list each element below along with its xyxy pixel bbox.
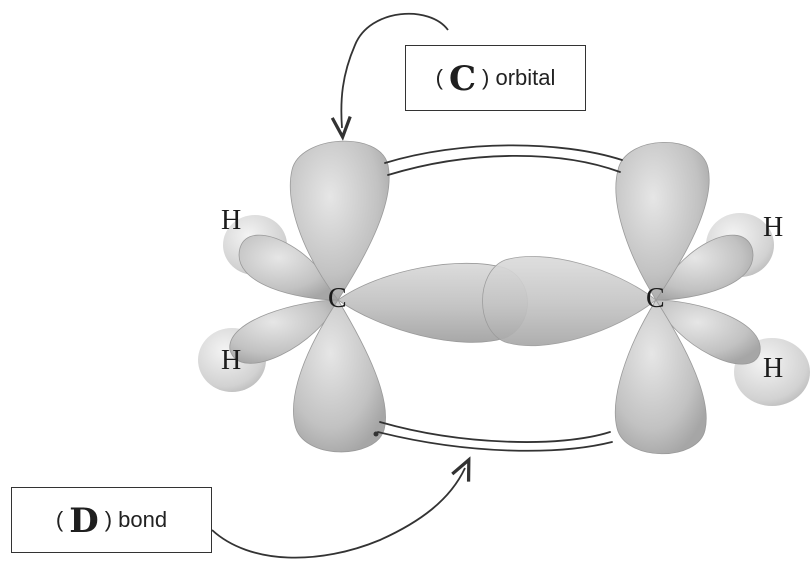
bond-label-box: ( D ) bond xyxy=(11,487,212,553)
pi-connector-top-inner xyxy=(388,156,620,175)
h-label-bottom-right: H xyxy=(763,353,783,385)
bond-label-open: ( xyxy=(56,507,63,533)
arrow-to-pi-bond xyxy=(212,468,465,558)
orbital-label-box: ( C ) orbital xyxy=(405,45,586,111)
pi-connector-bottom-inner xyxy=(380,422,610,442)
orbital-label-suffix: ) orbital xyxy=(482,65,555,91)
h-label-top-left: H xyxy=(221,205,241,237)
c-label-left: C xyxy=(328,283,347,315)
h-label-bottom-left: H xyxy=(221,345,241,377)
orbital-label-open: ( xyxy=(436,65,443,91)
h-label-top-right: H xyxy=(763,212,783,244)
bond-answer: D xyxy=(69,501,98,541)
sigma-lobe-right xyxy=(483,256,657,345)
c-label-right: C xyxy=(646,283,665,315)
arrow-dot xyxy=(374,432,379,437)
orbital-answer: C xyxy=(449,59,476,99)
sigma-bond xyxy=(338,256,656,345)
bond-label-suffix: ) bond xyxy=(105,507,167,533)
pi-connector-top xyxy=(385,145,622,163)
